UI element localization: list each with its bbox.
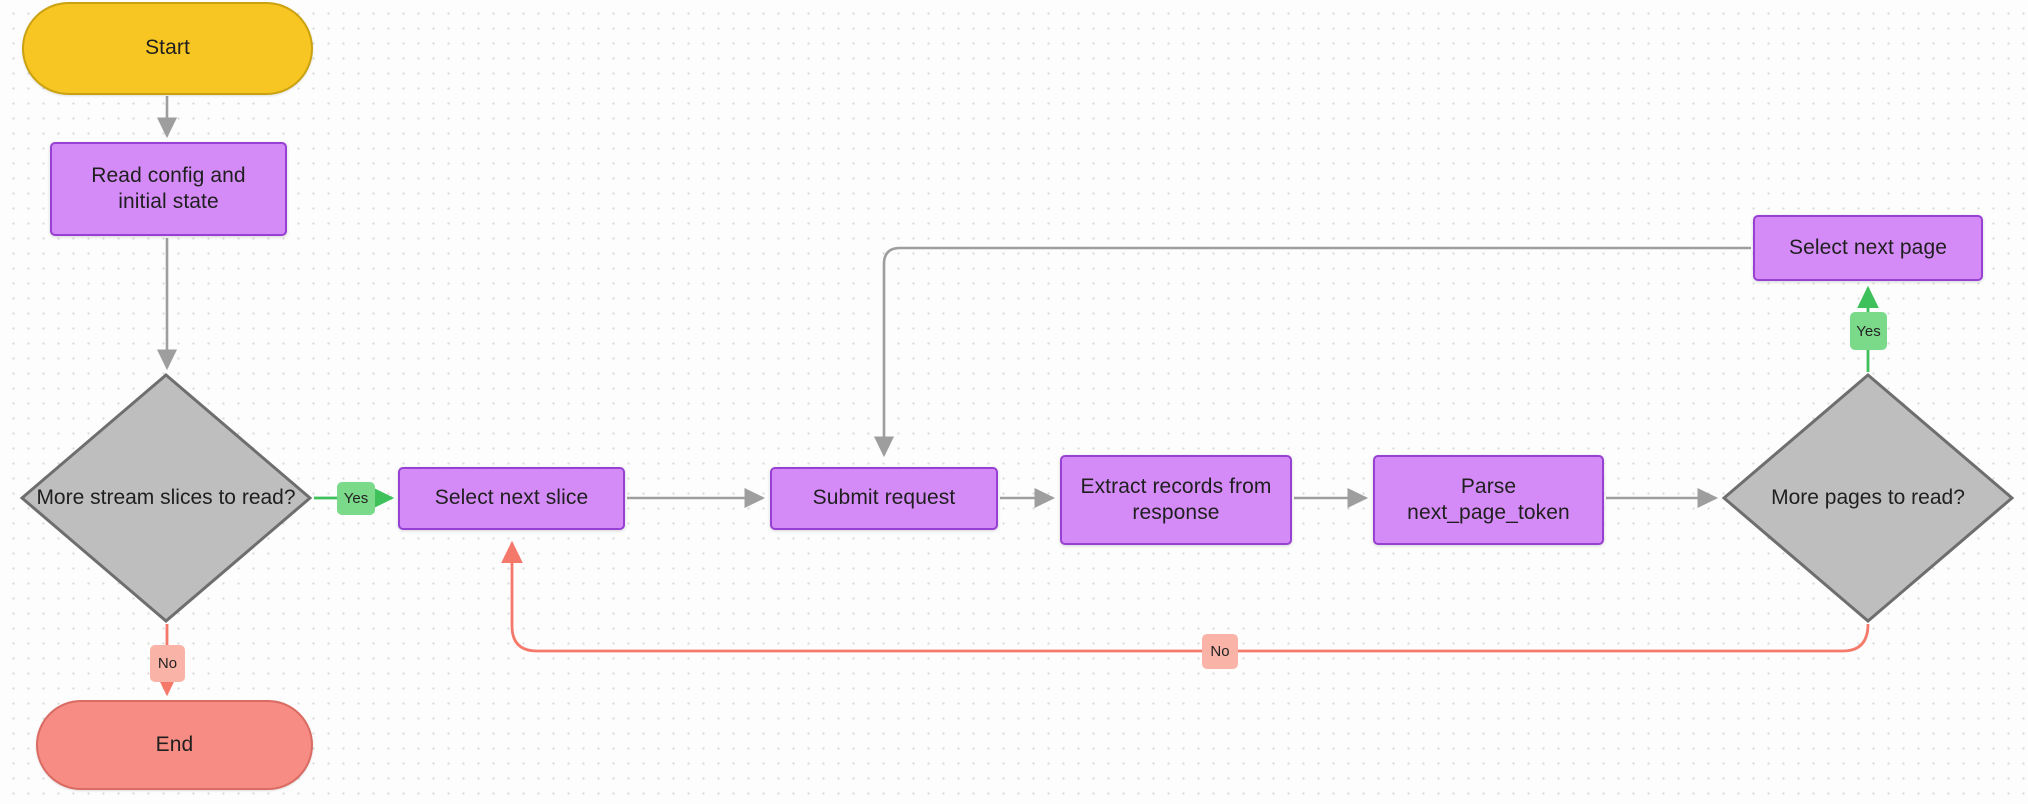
node-start-label: Start (145, 36, 190, 60)
decision-diamond-shape (20, 373, 312, 623)
edge-label-text: Yes (1856, 322, 1881, 340)
node-end-label: End (155, 732, 194, 756)
node-select-next-slice-label: Select next slice (434, 486, 589, 510)
node-extract-records[interactable]: Extract records from response (1060, 455, 1292, 545)
node-parse-next-page-token-label: Parse next_page_token (1407, 474, 1570, 524)
edge-select-page-to-submit (873, 246, 1751, 458)
edge-label-more-pages-yes: Yes (1850, 312, 1887, 350)
edge-label-more-slices-no: No (150, 645, 185, 682)
edge-label-text: No (157, 655, 178, 672)
decision-diamond-shape (1722, 373, 2014, 623)
node-read-config-label: Read config and initial state (91, 163, 246, 213)
node-start[interactable]: Start (22, 2, 313, 95)
node-submit-request-label: Submit request (812, 486, 956, 510)
node-select-next-slice[interactable]: Select next slice (398, 467, 625, 530)
edge-label-more-pages-no: No (1202, 634, 1238, 669)
node-more-stream-slices[interactable]: More stream slices to read? (20, 373, 312, 623)
node-extract-records-label: Extract records from response (1080, 474, 1272, 524)
edge-label-text: Yes (343, 490, 369, 507)
node-more-pages-to-read[interactable]: More pages to read? (1722, 373, 2014, 623)
node-end[interactable]: End (36, 700, 313, 790)
edge-more-pages-no (501, 540, 1870, 653)
node-parse-next-page-token[interactable]: Parse next_page_token (1373, 455, 1604, 545)
node-select-next-page-label: Select next page (1788, 235, 1948, 259)
edge-label-more-slices-yes: Yes (337, 482, 375, 515)
node-select-next-page[interactable]: Select next page (1753, 215, 1983, 281)
node-read-config[interactable]: Read config and initial state (50, 142, 287, 236)
edge-label-text: No (1210, 643, 1230, 660)
node-submit-request[interactable]: Submit request (770, 467, 998, 530)
